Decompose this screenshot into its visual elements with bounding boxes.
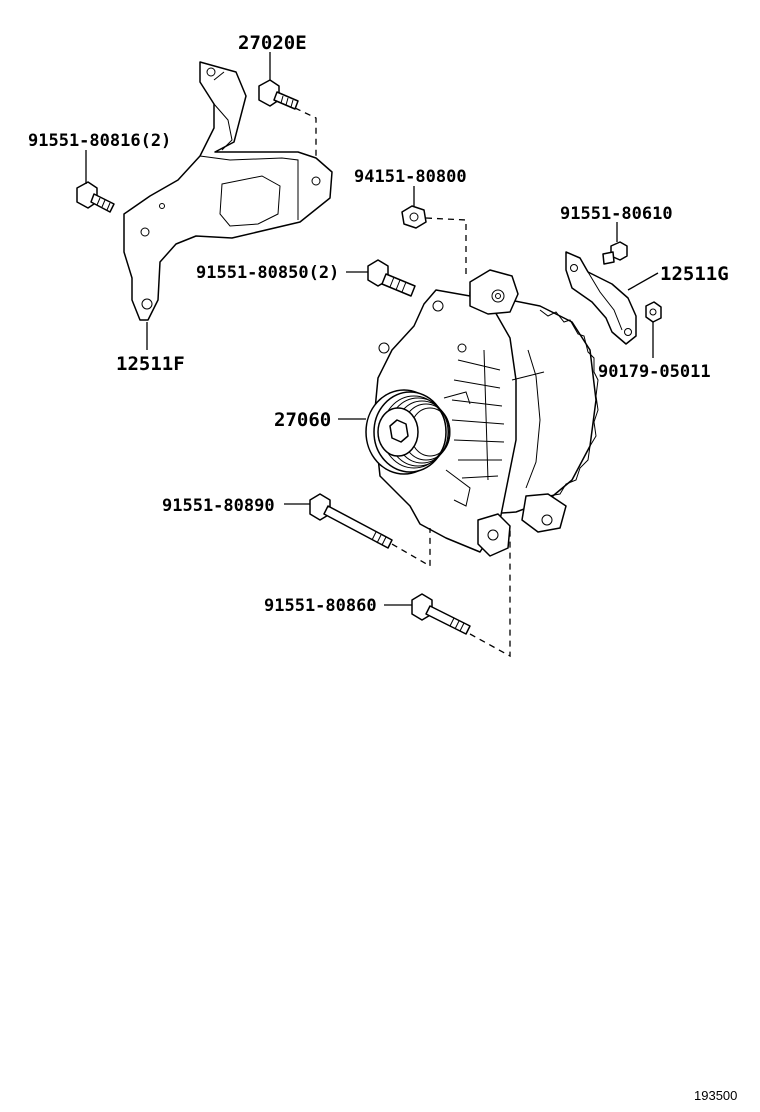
leader-lines <box>85 52 659 606</box>
nut-90179-05011 <box>645 301 662 323</box>
label-27060: 27060 <box>274 409 331 431</box>
alternator-bracket-12511F <box>123 61 333 321</box>
bracket-12511G <box>565 251 637 345</box>
label-27020E: 27020E <box>238 32 307 54</box>
bolt-91551-80816 <box>76 181 115 213</box>
alignment-lines <box>294 107 511 658</box>
bolt-91551-80610 <box>602 241 628 265</box>
label-94151-80800: 94151-80800 <box>354 167 467 187</box>
bolt-91551-80850 <box>367 259 416 297</box>
label-91551-80816: 91551-80816(2) <box>28 131 171 151</box>
label-91551-80860: 91551-80860 <box>264 596 377 616</box>
label-91551-80890: 91551-80890 <box>162 496 275 516</box>
bolt-91551-80860 <box>411 593 471 635</box>
alternator-27060 <box>365 269 599 557</box>
bolt-27020E <box>258 79 299 110</box>
label-91551-80850: 91551-80850(2) <box>196 263 339 283</box>
nut-94151-80800 <box>401 205 427 229</box>
label-12511F: 12511F <box>116 353 185 375</box>
bolt-91551-80890 <box>309 493 393 549</box>
figure-reference: 193500 <box>694 1088 737 1103</box>
label-90179-05011: 90179-05011 <box>598 362 711 382</box>
label-12511G: 12511G <box>660 263 729 285</box>
label-91551-80610: 91551-80610 <box>560 204 673 224</box>
